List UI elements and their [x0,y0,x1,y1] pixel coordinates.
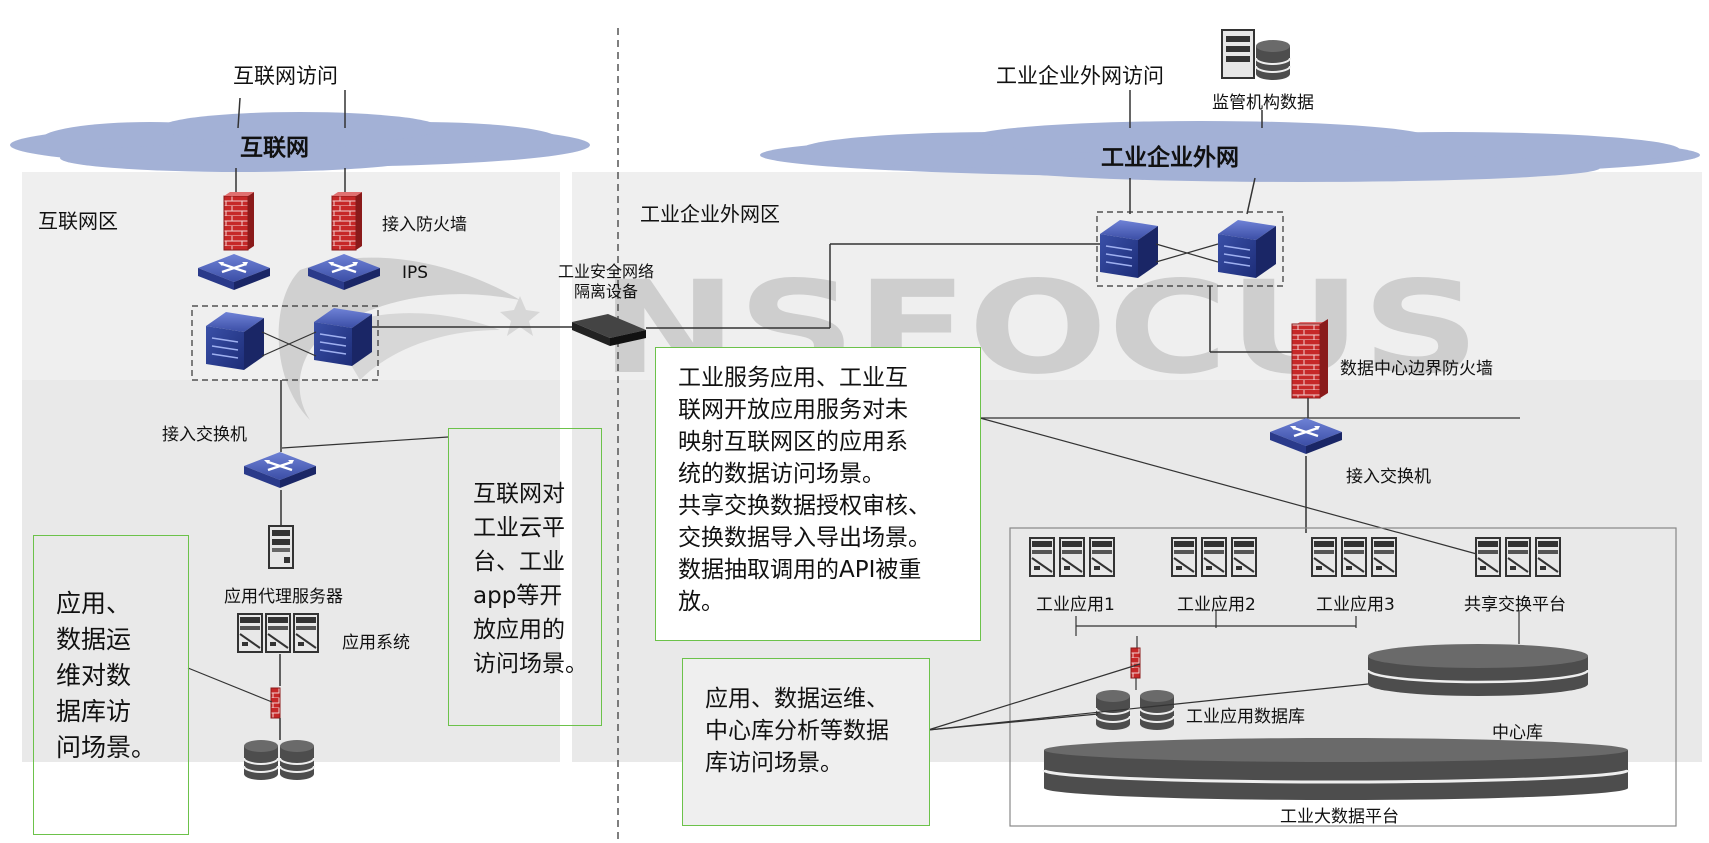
external-cloud-label: 工业企业外网 [1101,145,1239,171]
industrial-app-3-servers [1311,537,1397,577]
app-database-icon [1139,689,1175,731]
external-core-group [1096,211,1284,287]
industrial-app-3-label: 工业应用3 [1316,595,1395,615]
isolation-device-icon [572,314,646,346]
callout-internet-cloud-line: 互联网对 [473,481,565,507]
industrial-app-2-servers [1171,537,1257,577]
callout-right-db: 应用、数据运维、 中心库分析等数据 库访问场景。 [682,658,930,826]
callout-internet-cloud-line: 放应用的 [473,617,565,643]
external-core-switch-icon [1099,219,1159,279]
internet-zone-lower-bg [22,380,560,762]
callout-industrial-service-line: 放。 [678,589,724,615]
cloud-to-core-line [1246,177,1256,215]
app-server-icon [265,613,291,653]
industrial-app-2-label: 工业应用2 [1177,595,1256,615]
ips-label: IPS [402,263,429,283]
core-switch-group [191,305,379,381]
callout-industrial-service-line: 交换数据导入导出场景。 [678,525,931,551]
industrial-app-1-label: 工业应用1 [1036,595,1115,615]
external-access-switch-label: 接入交换机 [1346,467,1431,487]
access-switch-label: 接入交换机 [162,425,247,445]
central-db-label: 中心库 [1492,723,1543,743]
external-access-label: 工业企业外网访问 [996,64,1164,88]
callout-to-share-platform-line [979,417,1485,557]
bigdata-platform-icon [1042,738,1630,800]
callout-left-db-line: 据库访 [56,697,132,726]
callout-left-db-line: 维对数 [56,661,132,690]
database-icon [243,739,279,781]
callout-internet-cloud-line: 工业云平 [473,515,565,541]
callout-industrial-service-line: 工业服务应用、工业互 [678,365,908,391]
callout-right-db-line: 中心库分析等数据 [705,718,889,744]
callout-to-db-line [187,667,273,703]
share-platform-servers [1475,537,1561,577]
isolation-device-line-1: 工业安全网络 [558,262,655,281]
callout-internet-cloud-line: 访问场景。 [473,651,588,677]
regulator-db-icon [1255,39,1291,81]
app-server-icon [293,613,319,653]
core-switch-icon [313,307,373,367]
proxy-server-icon [268,525,294,569]
callout-industrial-service-line: 数据抽取调用的API被重 [678,557,922,583]
internet-cloud [10,112,590,172]
isolation-device-label: 工业安全网络 隔离设备 [558,262,654,302]
database-icon [279,739,315,781]
callout-internet-cloud-line: 台、工业 [473,549,565,575]
callout-left-db-line: 数据运 [56,625,132,654]
callout-left-db: 应用、 数据运 维对数 据库访 问场景。 [33,535,189,835]
isolation-device-line-2: 隔离设备 [574,282,639,301]
app-system-label: 应用系统 [342,633,410,653]
internet-access-label: 互联网访问 [233,64,338,88]
callout-industrial-service: 工业服务应用、工业互 联网开放应用服务对未 映射互联网区的应用系 统的数据访问场… [655,347,981,641]
callout-to-central-line [927,683,1369,731]
central-db-icon [1366,644,1590,696]
app-server-icon [237,613,263,653]
external-cloud [760,121,1700,182]
internet-cloud-label: 互联网 [240,135,309,161]
callout-industrial-service-line: 联网开放应用服务对未 [678,397,908,423]
callout-industrial-service-line: 映射互联网区的应用系 [678,429,908,455]
bigdata-platform-box [1009,527,1677,827]
external-core-switch-icon [1217,219,1277,279]
callout-right-db-line: 应用、数据运维、 [705,686,889,712]
share-platform-label: 共享交换平台 [1464,595,1566,615]
app-db-firewall-icon [1130,647,1141,679]
firewall-icon [223,191,255,251]
regulator-data-label: 监管机构数据 [1212,93,1314,113]
callout-left-db-line: 应用、 [56,589,132,618]
app-db-label: 工业应用数据库 [1186,707,1305,727]
db-firewall-icon [270,687,281,719]
dc-firewall-label: 数据中心边界防火墙 [1340,359,1493,379]
firewall-label: 接入防火墙 [382,215,467,235]
bigdata-platform-label: 工业大数据平台 [1280,807,1399,827]
firewall-icon [331,191,363,251]
core-switch-icon [205,311,265,371]
regulator-server-icon [1221,29,1255,79]
callout-left-db-line: 问场景。 [56,733,157,762]
callout-internet-cloud-line: app等开 [473,583,563,609]
internet-access-line [237,97,241,129]
core-link [261,331,317,357]
external-core-link [1155,243,1219,263]
external-zone-label: 工业企业外网区 [640,202,780,226]
callout-industrial-service-line: 共享交换数据授权审核、 [678,493,931,519]
switch-to-callout-line [281,436,449,449]
industrial-app-1-servers [1029,537,1115,577]
callout-internet-cloud: 互联网对 工业云平 台、工业 app等开 放应用的 访问场景。 [448,428,602,726]
proxy-server-label: 应用代理服务器 [224,587,343,607]
dc-firewall-body [1291,323,1321,399]
callout-industrial-service-line: 统的数据访问场景。 [678,461,885,487]
internet-zone-label: 互联网区 [38,209,118,233]
callout-right-db-line: 库访问场景。 [705,750,843,776]
callout-to-appdb-line [927,663,1141,731]
